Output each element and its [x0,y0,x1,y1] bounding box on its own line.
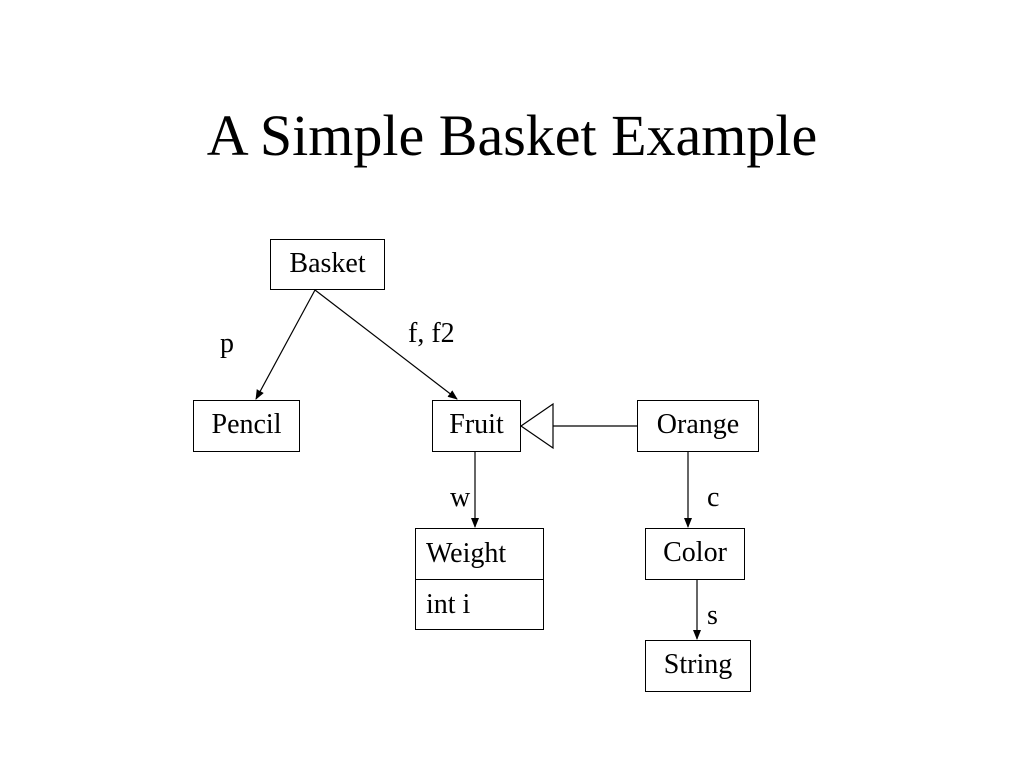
class-color-label: Color [663,537,727,568]
class-string-label: String [663,649,733,680]
edge-label-w: w [450,482,471,513]
class-fruit-label: Fruit [449,409,504,440]
class-weight: Weight int i [415,528,544,630]
slide-title: A Simple Basket Example [206,103,818,168]
class-string: String [645,640,751,692]
class-basket: Basket [270,239,385,290]
edge-basket-fruit [314,289,458,400]
class-fruit: Fruit [432,400,521,452]
class-weight-field: int i [416,579,543,629]
class-pencil: Pencil [193,400,300,452]
class-pencil-label: Pencil [211,409,282,440]
class-orange: Orange [637,400,759,452]
edge-label-f-f2: f, f2 [408,318,455,349]
generalization-triangle-icon [519,402,554,450]
class-orange-label: Orange [656,409,740,440]
class-color: Color [645,528,745,580]
class-basket-label: Basket [289,248,366,279]
class-weight-label: Weight [426,538,507,569]
edge-label-c: c [707,482,720,513]
edge-label-p: p [220,328,234,359]
edge-label-s: s [707,600,718,631]
edge-basket-pencil [255,289,316,400]
